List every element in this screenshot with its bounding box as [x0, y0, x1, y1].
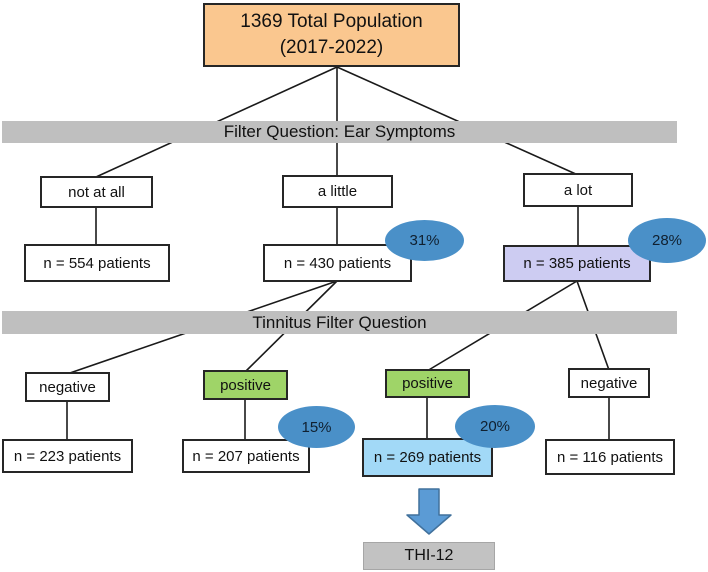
tinnitus-negative-left-label: negative [39, 378, 96, 396]
total-population-line2: (2017-2022) [279, 37, 384, 58]
count-430-box: n = 430 patients [263, 244, 412, 282]
percent-31-ellipse: 31% [385, 220, 464, 261]
count-269-box: n = 269 patients [362, 438, 493, 477]
total-population-line1: 1369 Total Population [240, 11, 423, 32]
tinnitus-filter-label: Tinnitus Filter Question [252, 312, 427, 332]
tinnitus-positive-left-label: positive [220, 376, 271, 394]
total-population-label: 1369 Total Population (2017-2022) [240, 9, 422, 61]
tinnitus-negative-left-box: negative [25, 372, 110, 402]
tinnitus-positive-left-box: positive [203, 370, 288, 400]
count-116-label: n = 116 patients [556, 448, 664, 466]
count-223-label: n = 223 patients [13, 447, 122, 465]
percent-28-ellipse: 28% [628, 218, 706, 263]
tinnitus-positive-right-label: positive [402, 375, 453, 392]
tinnitus-negative-right-box: negative [568, 368, 650, 398]
tinnitus-filter-bar: Tinnitus Filter Question [2, 311, 677, 334]
thi-12-label: THI-12 [404, 547, 454, 564]
answer-a-little-label: a little [317, 183, 358, 200]
answer-not-at-all-label: not at all [68, 183, 125, 201]
count-430-label: n = 430 patients [283, 254, 392, 272]
total-population-box: 1369 Total Population (2017-2022) [203, 3, 460, 67]
answer-a-lot-label: a lot [563, 181, 593, 199]
ear-symptoms-filter-label: Filter Question: Ear Symptoms [223, 122, 456, 141]
count-223-box: n = 223 patients [2, 439, 133, 473]
count-554-box: n = 554 patients [24, 244, 170, 282]
answer-not-at-all-box: not at all [40, 176, 153, 208]
count-554-label: n = 554 patients [43, 254, 151, 272]
answer-a-little-box: a little [282, 175, 393, 208]
count-385-box: n = 385 patients [503, 245, 651, 282]
answer-a-lot-box: a lot [523, 173, 633, 207]
thi-12-outcome-box: THI-12 [363, 542, 495, 570]
percent-31-label: 31% [409, 232, 440, 249]
percent-20-ellipse: 20% [455, 405, 535, 448]
count-269-label: n = 269 patients [373, 449, 482, 466]
tinnitus-negative-right-label: negative [580, 374, 638, 392]
percent-15-label: 15% [301, 418, 332, 436]
count-116-box: n = 116 patients [545, 439, 675, 475]
tinnitus-positive-right-box: positive [385, 369, 470, 398]
percent-20-label: 20% [479, 418, 511, 435]
percent-15-ellipse: 15% [278, 406, 355, 448]
ear-symptoms-filter-bar: Filter Question: Ear Symptoms [2, 121, 677, 143]
count-207-label: n = 207 patients [192, 447, 300, 465]
count-207-box: n = 207 patients [182, 439, 310, 473]
count-385-label: n = 385 patients [523, 255, 631, 272]
percent-28-label: 28% [651, 232, 683, 249]
